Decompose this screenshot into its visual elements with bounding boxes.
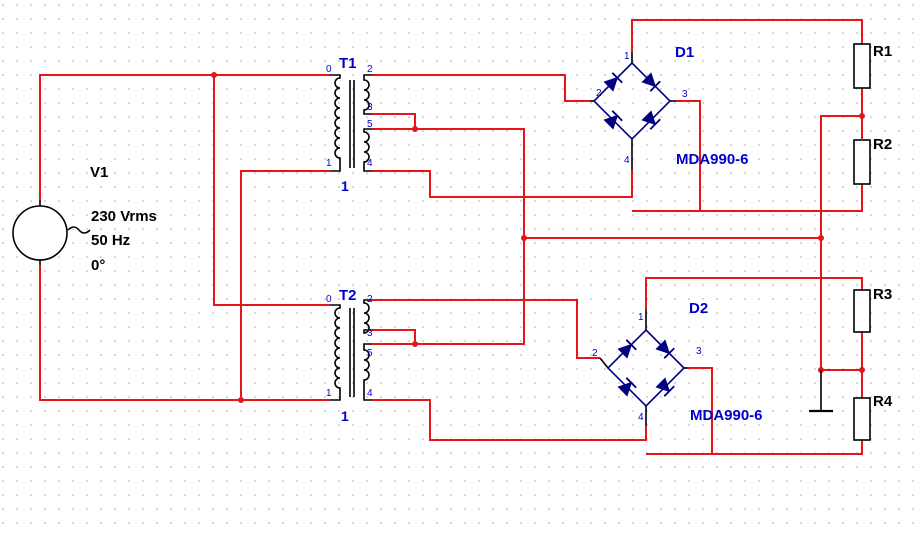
junction-dot-icon [238, 397, 244, 403]
wires [39, 19, 863, 455]
junction-dot-icon [412, 341, 418, 347]
bridge-part: MDA990-6 [676, 151, 749, 168]
pin-label: 4 [638, 412, 644, 423]
resistor-icon [853, 139, 871, 185]
resistor-r1[interactable]: R1 [853, 43, 892, 89]
pin-label: 2 [592, 348, 598, 359]
bridge-part: MDA990-6 [690, 407, 763, 424]
resistor-r4[interactable]: R4 [853, 393, 893, 441]
transformer-t1[interactable]: T1 1 0 2 3 5 1 4 [326, 55, 373, 194]
pin-label: 0 [326, 64, 332, 75]
transformer-primary-number: 1 [341, 178, 349, 194]
pin-label: 3 [367, 102, 373, 113]
pin-label: 5 [367, 348, 373, 359]
transformer-name: T1 [339, 55, 357, 72]
ground-symbol[interactable] [809, 370, 833, 413]
pin-label: 5 [367, 119, 373, 130]
source-frequency: 50 Hz [91, 232, 130, 249]
source-voltage: 230 Vrms [91, 208, 157, 225]
pin-label: 1 [624, 51, 630, 62]
bridge-name: D2 [689, 300, 708, 317]
pin-label: 3 [696, 346, 702, 357]
pin-label: 4 [367, 388, 373, 399]
resistor-r3[interactable]: R3 [853, 286, 892, 333]
junction-dots [211, 72, 865, 403]
pin-label: 4 [624, 155, 630, 166]
resistor-label: R4 [873, 393, 893, 410]
pin-label: 3 [367, 328, 373, 339]
transformer-t2[interactable]: T2 1 0 2 3 5 1 4 [326, 287, 373, 424]
transformer-icon [330, 74, 372, 172]
resistor-icon [853, 43, 871, 89]
bridge-name: D1 [675, 44, 694, 61]
pin-label: 1 [326, 388, 332, 399]
pin-label: 2 [596, 88, 602, 99]
diode-bridge-icon [590, 52, 676, 170]
ac-source-icon [12, 205, 68, 261]
ac-source-v1[interactable]: V1 230 Vrms 50 Hz 0° [12, 164, 157, 274]
junction-dot-icon [412, 126, 418, 132]
diode-bridge-icon [599, 310, 688, 426]
pin-label: 2 [367, 294, 373, 305]
source-phase: 0° [91, 257, 105, 274]
resistor-icon [853, 289, 871, 333]
resistor-label: R2 [873, 136, 892, 153]
pin-label: 1 [638, 312, 644, 323]
pin-label: 4 [367, 158, 373, 169]
resistor-label: R3 [873, 286, 892, 303]
diode-bridge-d2[interactable]: 2 3 4 1 [592, 310, 702, 426]
pin-label: 3 [682, 89, 688, 100]
transformer-icon [330, 299, 372, 401]
junction-dot-icon [211, 72, 217, 78]
pin-label: 0 [326, 294, 332, 305]
transformer-name: T2 [339, 287, 357, 304]
resistor-r2[interactable]: R2 [853, 116, 892, 185]
source-name: V1 [90, 164, 108, 181]
pin-label: 1 [326, 158, 332, 169]
diode-bridge-d1[interactable]: 2 3 4 1 [590, 51, 688, 170]
pin-label: 2 [367, 64, 373, 75]
junction-dot-icon [818, 235, 824, 241]
resistor-icon [853, 397, 871, 441]
transformer-primary-number: 1 [341, 408, 349, 424]
junction-dot-icon [521, 235, 527, 241]
resistor-label: R1 [873, 43, 892, 60]
junction-dot-icon [859, 367, 865, 373]
